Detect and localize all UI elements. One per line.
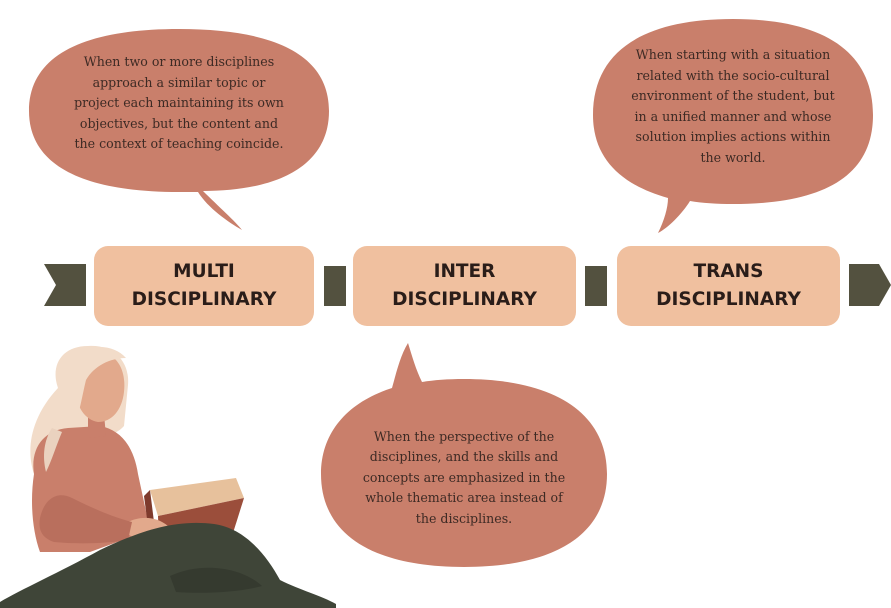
stage-label-trans: TRANS DISCIPLINARY	[656, 261, 801, 310]
woman-reading-book-illustration	[0, 345, 336, 608]
speech-bubble-trans-shape	[593, 19, 873, 233]
stage-label-multi: MULTI DISCIPLINARY	[131, 261, 277, 310]
chevron-arrow-right-icon	[849, 264, 891, 306]
chevron-arrow-left-icon	[44, 264, 86, 306]
speech-bubble-trans: When starting with a situation related w…	[592, 16, 874, 234]
stage-label-inter: INTER DISCIPLINARY	[392, 261, 537, 310]
connector-block	[585, 266, 607, 306]
speech-bubble-multi: When two or more disciplines approach a …	[28, 26, 330, 231]
bubble-text-multi: When two or more disciplines approach a …	[74, 54, 284, 152]
speech-bubble-inter: When the perspective of the disciplines,…	[320, 342, 608, 568]
bubble-text-inter: When the perspective of the disciplines,…	[362, 428, 566, 526]
bubble-text-trans: When starting with a situation related w…	[631, 47, 835, 165]
speech-bubble-inter-shape	[321, 343, 607, 567]
stage-multidisciplinary: MULTI DISCIPLINARY	[94, 246, 314, 326]
stage-interdisciplinary: INTER DISCIPLINARY	[353, 246, 576, 326]
stage-transdisciplinary: TRANS DISCIPLINARY	[617, 246, 840, 326]
speech-bubble-multi-shape	[29, 29, 329, 230]
connector-block	[324, 266, 346, 306]
